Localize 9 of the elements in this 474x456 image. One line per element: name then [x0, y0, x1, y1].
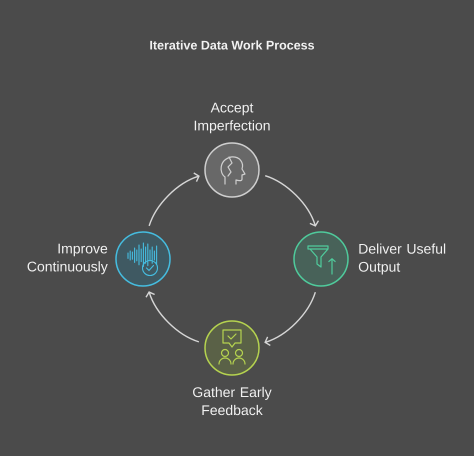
arrow: [148, 172, 200, 226]
step-label: Deliver Useful Output: [358, 243, 446, 275]
arrow: [264, 292, 316, 346]
arrow: [145, 291, 200, 343]
step-label: Improve Continuously: [28, 244, 108, 274]
step-label: Gather Early Feedback: [193, 386, 272, 416]
step-label: Accept Imperfection: [194, 102, 270, 134]
title: Iterative Data Work Process: [150, 40, 314, 50]
arrow: [264, 175, 320, 227]
